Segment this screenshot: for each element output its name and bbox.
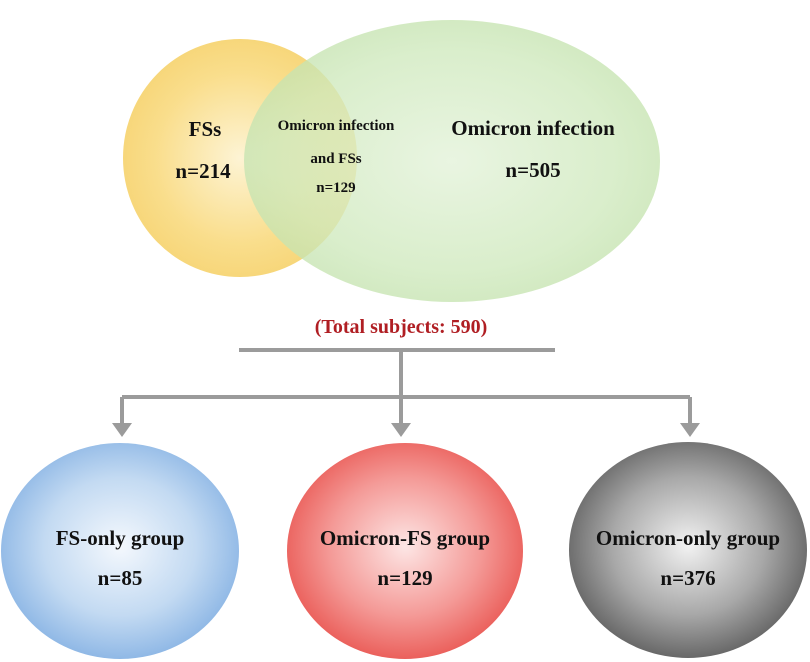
omicron-circle [244, 20, 660, 302]
connector-arrowheads [112, 423, 700, 437]
fs-circle-count: n=214 [175, 159, 231, 183]
omicron-circle-count: n=505 [505, 158, 560, 182]
overlap-count: n=129 [316, 180, 355, 196]
fs-circle-title: FSs [189, 117, 222, 141]
omicron-only-group-circle [569, 442, 807, 658]
omicron-circle-title: Omicron infection [451, 116, 615, 140]
fs-only-group-title: FS-only group [56, 526, 185, 550]
omicron-fs-group-circle [287, 443, 523, 659]
fs-only-group-circle [1, 443, 239, 659]
connector-lines [120, 348, 692, 425]
overlap-label-line2: and FSs [310, 151, 361, 167]
total-subjects-label: (Total subjects: 590) [315, 316, 488, 338]
omicron-only-group-title: Omicron-only group [596, 526, 780, 550]
omicron-fs-group-title: Omicron-FS group [320, 526, 490, 550]
arrowhead-middle [391, 423, 411, 437]
arrowhead-right [680, 423, 700, 437]
omicron-fs-group-count: n=129 [377, 566, 432, 590]
arrowhead-left [112, 423, 132, 437]
fs-only-group-count: n=85 [98, 566, 143, 590]
overlap-label-line1: Omicron infection [278, 118, 395, 134]
omicron-only-group-count: n=376 [660, 566, 715, 590]
